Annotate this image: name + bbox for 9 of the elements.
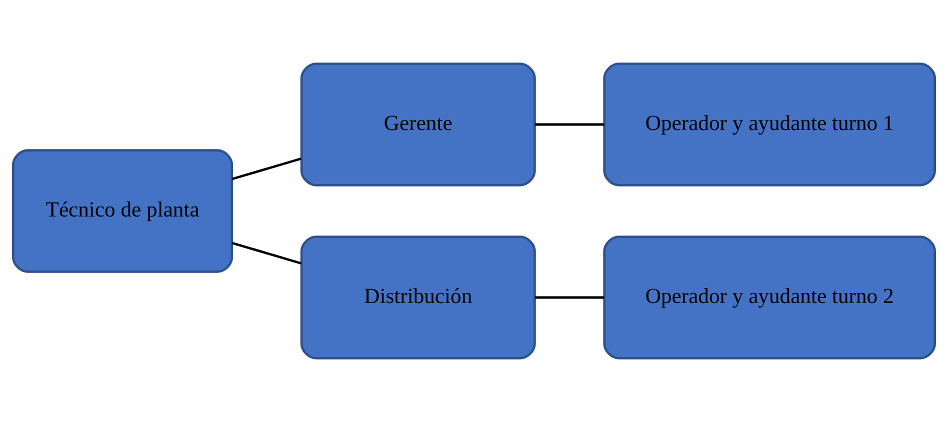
node-box: Operador y ayudante turno 2	[603, 235, 936, 359]
connector	[232, 157, 302, 180]
node-box: Operador y ayudante turno 1	[603, 62, 936, 186]
node-box: Gerente	[300, 62, 536, 186]
node-box: Técnico de planta	[12, 148, 234, 272]
connector	[535, 296, 604, 298]
node-box: Distribución	[300, 235, 536, 359]
connector	[232, 241, 302, 264]
connector	[535, 122, 604, 126]
